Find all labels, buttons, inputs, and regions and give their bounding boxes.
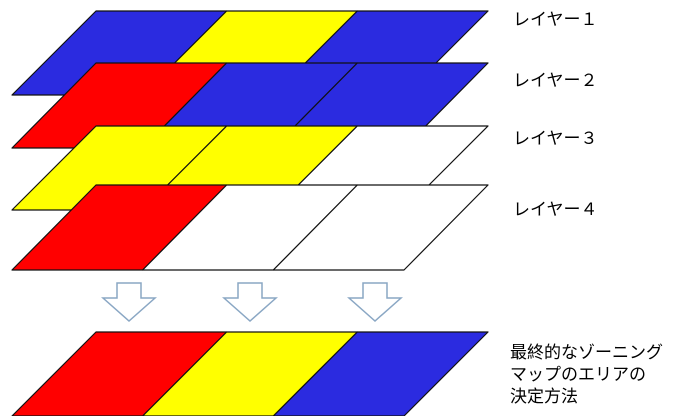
down-arrow-icon <box>347 282 403 323</box>
layers-stack <box>11 10 489 271</box>
down-arrow-icon <box>101 282 157 323</box>
result-label-line-1: 最終的なゾーニング <box>510 343 663 363</box>
result-cell-2 <box>142 331 358 416</box>
down-arrow-icon <box>222 282 278 323</box>
layer-4-cell-3 <box>272 184 489 271</box>
result-label: 最終的なゾーニング マップのエリアの 決定方法 <box>510 342 663 408</box>
layer-3-label: レイヤー３ <box>513 129 598 149</box>
layer-4 <box>11 184 489 271</box>
result-cell-1 <box>11 331 228 416</box>
layer-1-label: レイヤー１ <box>513 10 598 30</box>
result-label-line-2: マップのエリアの <box>510 365 646 385</box>
result-cell-3 <box>272 331 489 416</box>
result-label-line-3: 決定方法 <box>510 387 578 407</box>
result-layer <box>11 331 489 416</box>
layer-4-label: レイヤー４ <box>513 200 598 220</box>
layer-2-label: レイヤー２ <box>513 71 598 91</box>
arrows-row <box>101 282 403 323</box>
